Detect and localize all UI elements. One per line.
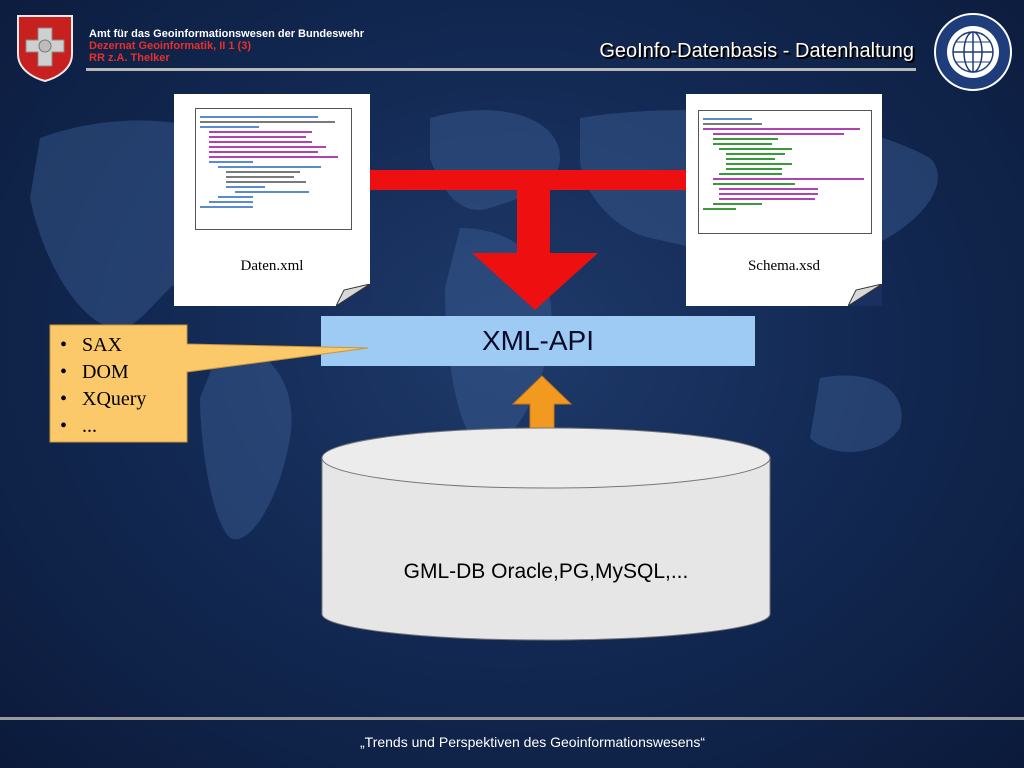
list-item: ... — [60, 413, 146, 440]
footer-text: „Trends und Perspektiven des Geoinformat… — [360, 734, 705, 750]
xml-api-label: XML-API — [481, 325, 595, 356]
list-item: SAX — [60, 332, 146, 359]
org-department: Dezernat Geoinformatik, II 1 (3) — [89, 40, 251, 52]
org-author: RR z.A. Thelker — [89, 52, 170, 64]
red-arrow-bar — [370, 170, 688, 190]
slide-title: GeoInfo-Datenbasis - Datenhaltung — [599, 40, 914, 62]
document-label: Daten.xml — [240, 258, 304, 274]
document-label: Schema.xsd — [747, 258, 821, 274]
footer-divider — [0, 717, 1024, 720]
xml-preview-thumbnail — [195, 108, 352, 230]
list-item: DOM — [60, 359, 146, 386]
document-schema-xsd: Schema.xsd — [686, 94, 882, 306]
red-arrow-shaft — [517, 188, 550, 254]
list-item: XQuery — [60, 386, 146, 413]
crest-logo — [17, 15, 73, 82]
organization-header: Amt für das Geoinformationswesen der Bun… — [89, 28, 364, 64]
xml-api-box: XML-API — [321, 316, 755, 366]
page-fold — [336, 284, 370, 306]
header-divider — [86, 68, 916, 71]
database-label: GML-DB Oracle,PG,MySQL,... — [403, 560, 689, 583]
api-list: SAX DOM XQuery ... — [60, 332, 146, 440]
red-arrow-head — [472, 253, 598, 310]
page-fold — [848, 284, 882, 306]
xsd-preview-thumbnail — [698, 110, 872, 234]
org-name: Amt für das Geoinformationswesen der Bun… — [89, 28, 365, 40]
geoinformationsdienst-seal — [934, 13, 1012, 91]
document-daten-xml: Daten.xml — [174, 94, 370, 306]
